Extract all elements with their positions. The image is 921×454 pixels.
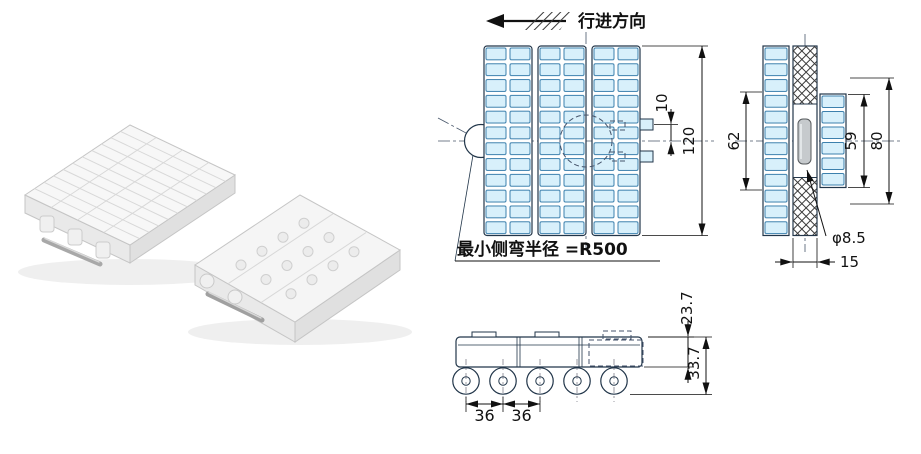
phantom-module (588, 339, 644, 367)
rib-cross-lines (50, 137, 210, 233)
dim-plate-thickness: 15 (840, 253, 859, 271)
phantom-tab (602, 330, 632, 340)
travel-direction-indicator: 行进方向 (486, 11, 646, 32)
drive-tab (639, 150, 654, 163)
dim-overall-height: 33.7 (685, 346, 703, 379)
top-tab (534, 331, 560, 338)
steel-pin-highlight (208, 291, 262, 319)
edge-module-column (762, 45, 790, 237)
dim-belt-width: 120 (680, 127, 698, 156)
steel-pin-highlight (44, 237, 100, 263)
plan-module-column (591, 45, 641, 237)
bend-radius-line (437, 117, 482, 142)
dimension-tab-offset: 10 (653, 93, 678, 156)
dimension-overall-height: 33.7 (630, 336, 712, 395)
ghost-tab (609, 120, 626, 131)
min-radius-callout: 最小侧弯半径 =R500 (454, 154, 660, 262)
dim-tab-offset: 10 (653, 93, 671, 112)
plan-module-column (537, 45, 587, 237)
dimension-pin-span: 59 (842, 94, 870, 188)
module-bottom-face (194, 194, 401, 323)
slot-lines (227, 213, 367, 304)
bottom-view: 23.7 33.7 36 36 (452, 291, 712, 425)
hatched-section-bottom (792, 177, 818, 236)
hinge-eye (227, 289, 243, 305)
ghost-tab (609, 151, 626, 162)
top-tab (471, 331, 497, 338)
plan-view: 10 120 最小侧弯半径 =R500 (437, 32, 714, 262)
dimension-hinge-width: 62 (725, 91, 762, 191)
drive-tab (639, 118, 654, 131)
dimension-plate-thickness: 15 (775, 238, 859, 271)
product-photo (18, 124, 412, 345)
underside-knobs (235, 217, 360, 300)
hinge-lug (95, 241, 111, 259)
hatched-section-top (792, 45, 818, 105)
dim-pin-span: 59 (842, 131, 860, 150)
steel-pin (205, 291, 265, 323)
dimension-overall-width: 80 (850, 77, 894, 205)
module-seams (516, 337, 583, 367)
plan-module-column (483, 45, 533, 237)
module-shadow (18, 259, 242, 285)
pin-diameter-callout: φ8.5 (806, 169, 866, 247)
dim-pitch-a: 36 (474, 406, 494, 425)
hinge-lug (67, 228, 83, 246)
dim-overall-width: 80 (868, 131, 886, 150)
side-view: 62 59 80 φ8.5 15 (725, 34, 900, 271)
hatch-symbol (524, 12, 572, 30)
module-front (194, 194, 401, 343)
dimension-belt-width: 120 (642, 45, 708, 236)
dim-module-height: 23.7 (678, 291, 696, 324)
min-radius-note: 最小侧弯半径 =R500 (457, 239, 628, 260)
direction-label: 行进方向 (577, 11, 646, 32)
dim-pin-diameter: φ8.5 (832, 229, 866, 247)
module-back (23, 124, 237, 267)
rotated-module-ghost (559, 114, 613, 168)
steel-pin (41, 237, 103, 267)
inner-module-column (819, 93, 847, 189)
dim-hinge-width: 62 (725, 131, 743, 150)
hinge-lug (39, 215, 55, 233)
direction-arrow-head (486, 14, 504, 28)
hinge-eye (199, 273, 215, 289)
dim-pitch-b: 36 (511, 406, 531, 425)
hinge-pin (797, 118, 812, 165)
dimension-pitch: 36 36 (465, 397, 541, 425)
